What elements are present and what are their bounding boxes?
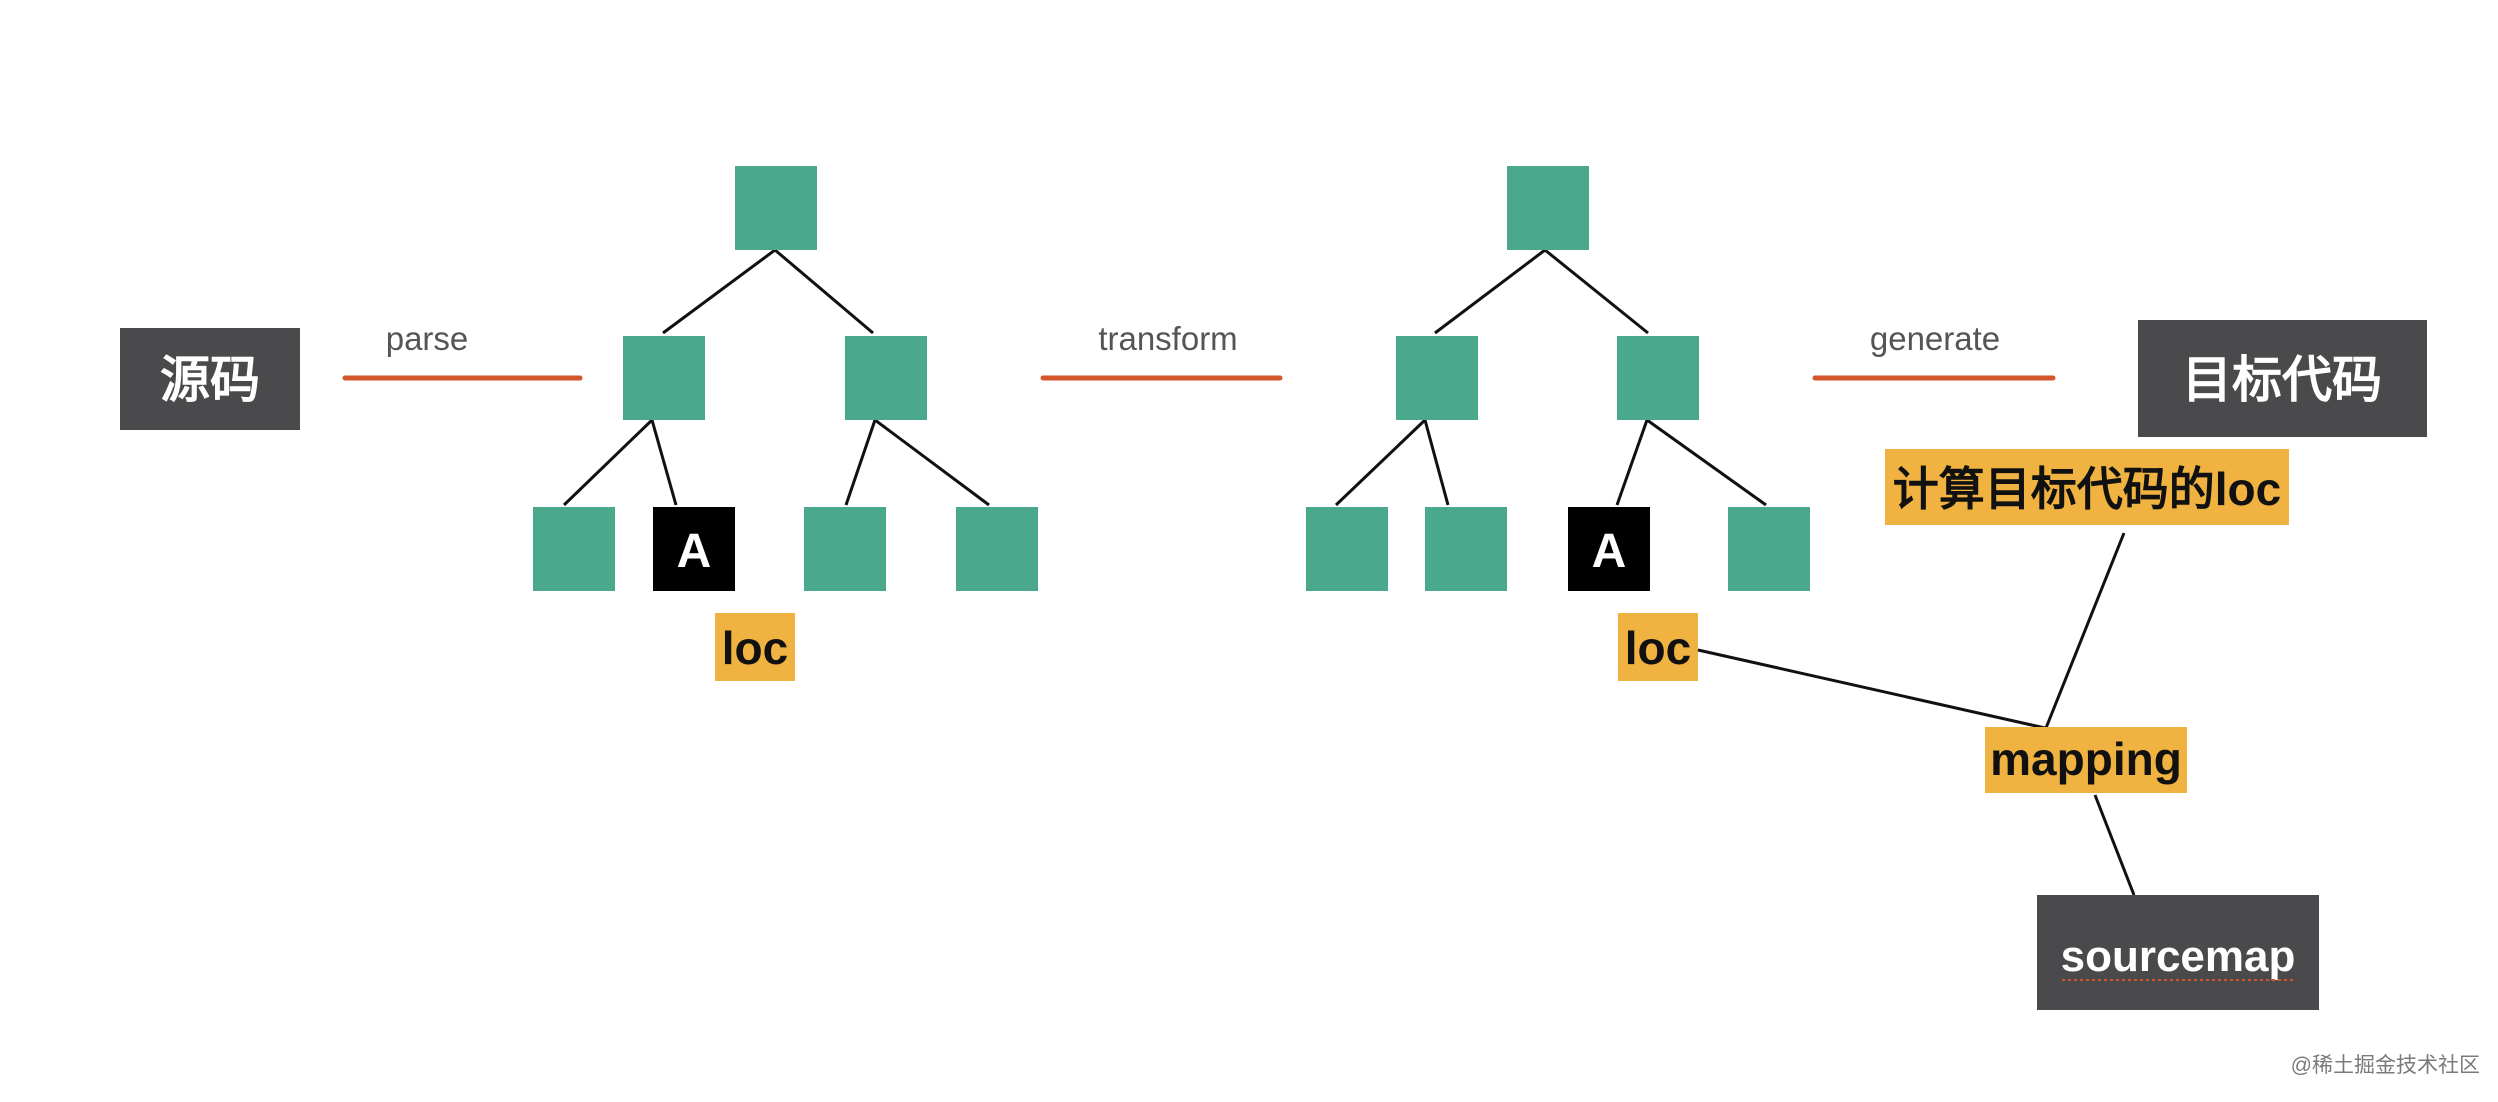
tree-node-a-label: A (1592, 525, 1627, 578)
compute-to-mapping-connector (2044, 532, 2126, 729)
target-loc-label: loc (1625, 622, 1691, 674)
sourcemap-box: sourcemap (2037, 895, 2319, 1010)
tree-node (1617, 336, 1699, 420)
watermark-label: @稀土掘金技术社区 (2291, 1054, 2480, 1077)
tree-edge (650, 419, 678, 506)
transform-label: transform (1098, 320, 1237, 357)
tree-edge (562, 418, 654, 507)
tree-node-leaf (804, 507, 886, 591)
tree-node (623, 336, 705, 420)
tree-node-a (653, 507, 735, 591)
sourcemap-label: sourcemap (2061, 932, 2296, 981)
source-loc-label: loc (722, 622, 788, 674)
tree-edge (662, 248, 776, 335)
tree-node-root (735, 166, 817, 250)
compute-target-loc-label: 计算目标代码的loc (1893, 463, 2281, 515)
tree-node-a-label: A (677, 525, 712, 578)
mapping-box: mapping (1985, 727, 2187, 793)
tree-node-root (1507, 166, 1589, 250)
target-loc-tag: loc (1618, 613, 1698, 681)
parse-step: parse (342, 320, 583, 381)
parse-label: parse (386, 320, 469, 357)
tree-edge (1423, 419, 1450, 506)
tree-node (1396, 336, 1478, 420)
source-ast-tree: A loc (533, 166, 1038, 681)
tree-node-leaf (533, 507, 615, 591)
tree-edge (1334, 418, 1427, 507)
transform-step: transform (1040, 320, 1283, 381)
tree-edge (844, 419, 877, 506)
tree-node-a (1568, 507, 1650, 591)
tree-edge (774, 248, 874, 335)
tree-edge (874, 418, 990, 507)
loc-to-mapping-connector (1697, 648, 2046, 730)
target-ast-tree: A loc (1306, 166, 1810, 681)
compute-target-loc-box: 计算目标代码的loc (1885, 449, 2289, 525)
source-code-box: 源码 (120, 328, 300, 430)
source-code-label: 源码 (160, 352, 260, 408)
tree-edge (1646, 418, 1767, 507)
target-code-box: 目标代码 (2138, 320, 2427, 437)
mapping-label: mapping (1990, 733, 2182, 785)
generate-step: generate (1812, 320, 2056, 381)
target-code-label: 目标代码 (2182, 352, 2382, 408)
source-loc-tag: loc (715, 613, 795, 681)
generate-label: generate (1870, 320, 2000, 357)
tree-node (845, 336, 927, 420)
tree-node-leaf (956, 507, 1038, 591)
tree-edge (1434, 248, 1546, 335)
tree-node-leaf (1306, 507, 1388, 591)
mapping-to-sourcemap-connector (2093, 794, 2136, 896)
tree-edge (1615, 419, 1649, 506)
tree-edge (1544, 248, 1649, 335)
tree-node-leaf (1728, 507, 1810, 591)
tree-node-leaf (1425, 507, 1507, 591)
